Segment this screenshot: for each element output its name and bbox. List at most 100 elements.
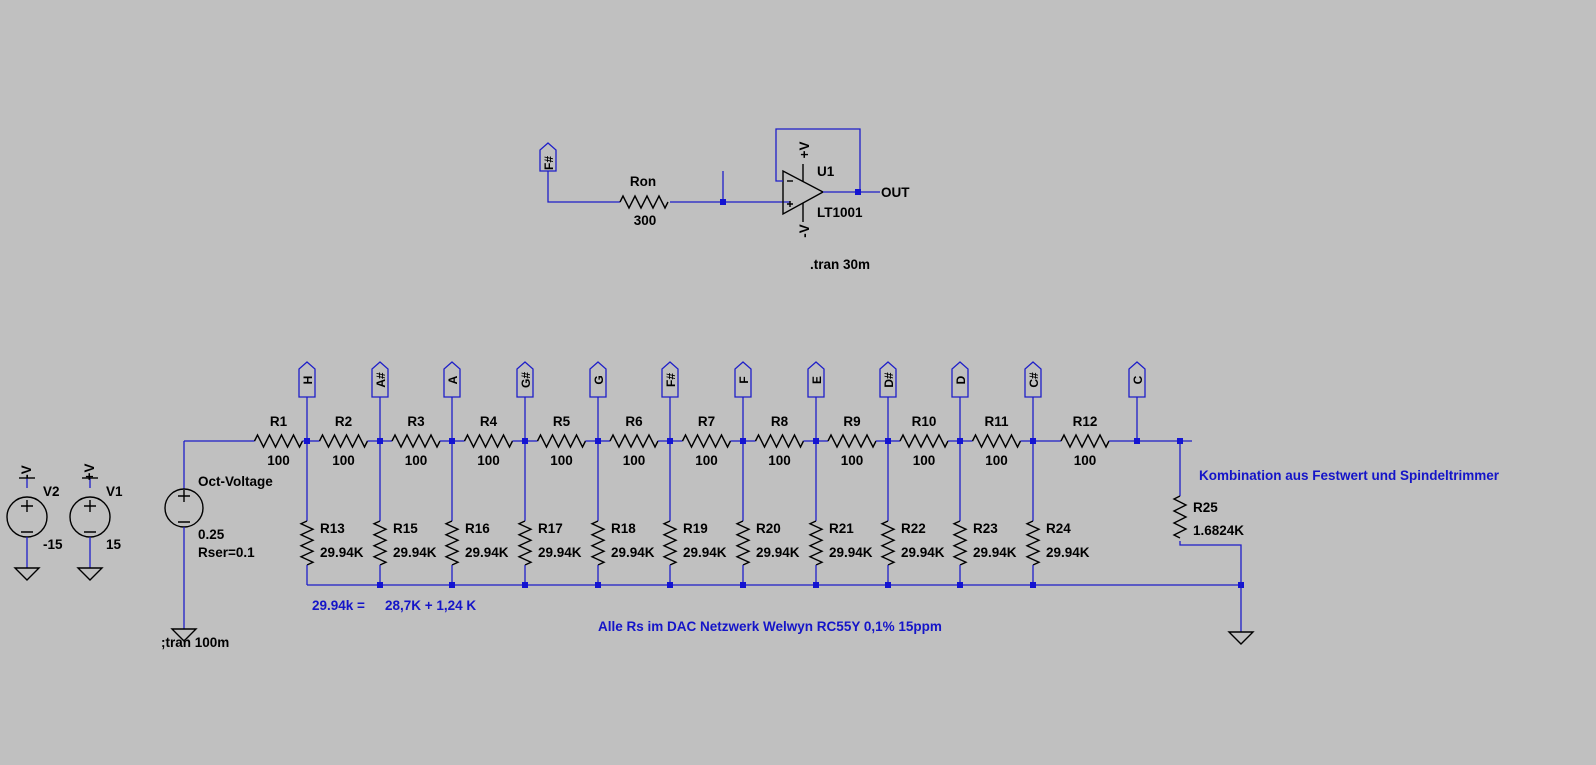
flag-label: A# [374, 372, 388, 388]
tran-directive[interactable]: .tran 30m [810, 257, 870, 272]
flag-label: G# [519, 372, 533, 388]
junction [1134, 438, 1140, 444]
v1-value: 15 [106, 537, 122, 552]
net-flag-asharp[interactable]: A# [371, 361, 389, 441]
net-flag-f[interactable]: F [734, 361, 752, 441]
resistor-r5[interactable]: R5 100 [525, 414, 598, 468]
source-oct-voltage[interactable]: Oct-Voltage 0.25 Rser=0.1 [164, 440, 273, 642]
resistor-r25[interactable]: R25 1.6824K [1172, 441, 1244, 632]
resistor-r15[interactable]: R15 29.94K [372, 441, 437, 585]
net-flag-h[interactable]: H [298, 361, 316, 441]
junction [522, 438, 528, 444]
junction [449, 582, 455, 588]
resistor-value: 100 [267, 453, 290, 468]
resistor-r16[interactable]: R16 29.94K [444, 441, 509, 585]
resistor-name: R5 [553, 414, 571, 429]
resistor-r22[interactable]: R22 29.94K [880, 441, 945, 585]
junction [304, 438, 310, 444]
junction [595, 582, 601, 588]
flag-label: C [1131, 375, 1145, 384]
opamp-u1[interactable]: U1 LT1001 +V -V [782, 142, 863, 238]
net-flag-e[interactable]: E [807, 361, 825, 441]
resistor-value: 100 [550, 453, 573, 468]
resistor-value: 29.94K [393, 545, 437, 560]
r25-value: 1.6824K [1193, 523, 1244, 538]
v2-flag: -V [19, 465, 34, 479]
junction [957, 582, 963, 588]
source-v2[interactable]: -V V2 -15 [6, 465, 63, 581]
resistor-value: 100 [477, 453, 500, 468]
note-dac: Alle Rs im DAC Netzwerk Welwyn RC55Y 0,1… [598, 619, 942, 634]
note-comb-right: 28,7K + 1,24 K [385, 598, 476, 613]
resistor-name: R15 [393, 521, 418, 536]
net-flag-a[interactable]: A [443, 361, 461, 441]
resistor-name: R23 [973, 521, 998, 536]
resistor-name: R16 [465, 521, 490, 536]
source-v1[interactable]: +V V1 15 [69, 464, 123, 581]
net-flag-c[interactable]: C [1128, 361, 1146, 441]
resistor-r11[interactable]: R11 100 [960, 414, 1033, 468]
net-flag-fsharp[interactable]: F# [661, 361, 679, 441]
resistor-ron[interactable]: Ron 300 [619, 174, 669, 228]
resistor-value: 29.94K [465, 545, 509, 560]
r25-name: R25 [1193, 500, 1218, 515]
junction [957, 438, 963, 444]
resistor-name: R2 [335, 414, 352, 429]
oct-value: 0.25 [198, 527, 225, 542]
flag-label: F# [664, 373, 678, 387]
resistor-name: R10 [912, 414, 937, 429]
note-trimmer: Kombination aus Festwert und Spindeltrim… [1199, 468, 1500, 483]
resistor-r23[interactable]: R23 29.94K [952, 441, 1017, 585]
flag-label: D# [882, 372, 896, 388]
flag-label: G [592, 375, 606, 384]
resistor-value: 100 [768, 453, 791, 468]
resistor-value: 29.94K [901, 545, 945, 560]
resistor-value: 29.94K [683, 545, 727, 560]
junction [740, 582, 746, 588]
v2-name: V2 [43, 484, 60, 499]
net-flag-g[interactable]: G [589, 361, 607, 441]
note-comb-left: 29.94k = [312, 598, 365, 613]
junction [522, 582, 528, 588]
opamp-vminus: -V [797, 224, 812, 238]
opamp-out-label: OUT [881, 185, 910, 200]
junction [667, 582, 673, 588]
net-flag-dsharp[interactable]: D# [879, 361, 897, 441]
junction [740, 438, 746, 444]
opamp-input-flag[interactable]: F# [539, 142, 557, 172]
ron-name: Ron [630, 174, 656, 189]
resistor-value: 29.94K [973, 545, 1017, 560]
v1-name: V1 [106, 484, 123, 499]
tran-comment[interactable]: ;tran 100m [161, 635, 229, 650]
net-flag-csharp[interactable]: C# [1024, 361, 1042, 441]
opamp-name: U1 [817, 164, 835, 179]
net-flag-gsharp[interactable]: G# [516, 361, 534, 441]
net-flag-d[interactable]: D [951, 361, 969, 441]
resistor-value: 100 [985, 453, 1008, 468]
svg-text:F#: F# [542, 156, 556, 170]
resistor-value: 100 [841, 453, 864, 468]
opamp-section: F# Ron 300 U1 LT1001 +V -V OUT [539, 128, 910, 238]
resistor-name: R11 [984, 414, 1009, 429]
resistor-name: R22 [901, 521, 926, 536]
junction [449, 438, 455, 444]
junction [885, 438, 891, 444]
